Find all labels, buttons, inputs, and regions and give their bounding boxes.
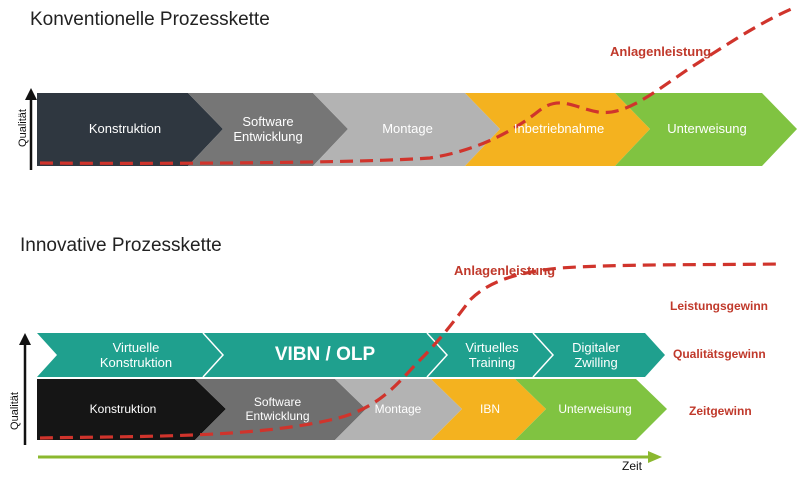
- bottom-lower-konstruktion: [37, 379, 226, 440]
- top-segment-konstruktion: [37, 93, 223, 166]
- bottom-upper-virtuelle-konstruktion: [37, 333, 223, 377]
- top-label-inbetriebnahme: Inbetriebnahme: [513, 121, 605, 137]
- top-performance-curve: [39, 5, 797, 165]
- bottom-y-axis-label: Qualität: [9, 392, 21, 430]
- bottom-label-virtuelle-konstruktion: Virtuelle Konstruktion: [99, 339, 173, 370]
- bottom-label-vibn-olp: VIBN / OLP: [274, 343, 376, 365]
- top-label-montage: Montage: [382, 121, 433, 137]
- top-label-software: Software Entwicklung: [233, 113, 303, 144]
- top-segment-montage: [313, 93, 500, 166]
- bottom-label-virtuelles-training: Virtuelles Training: [465, 339, 519, 370]
- top-title: Konventionelle Prozesskette: [30, 9, 270, 30]
- bottom-lower-ibn: [431, 379, 546, 440]
- top-y-axis-label: Qualität: [17, 109, 29, 147]
- teal-separator-1: [202, 332, 225, 378]
- top-segment-software: [188, 93, 348, 166]
- top-curve-label: Anlagenleistung: [610, 44, 712, 59]
- bottom-label-unterweisung: Unterweisung: [558, 401, 632, 416]
- bottom-upper-virtuelles-training: [427, 333, 553, 377]
- bottom-label-digitaler-zwilling: Digitaler Zwilling: [572, 339, 620, 370]
- gain-leistungsgewinn: Leistungsgewinn: [670, 299, 769, 313]
- top-label-unterweisung: Unterweisung: [667, 121, 747, 137]
- bottom-label-montage: Montage: [374, 401, 422, 416]
- gain-qualitaetsgewinn: Qualitätsgewinn: [673, 347, 766, 361]
- bottom-lower-software: [195, 379, 366, 440]
- time-axis-label: Zeit: [622, 459, 643, 473]
- bottom-label-konstruktion: Konstruktion: [89, 401, 157, 416]
- top-segment-unterweisung: [615, 93, 797, 166]
- teal-separator-2: [426, 332, 449, 378]
- bottom-label-ibn: IBN: [479, 401, 500, 416]
- bottom-lower-unterweisung: [515, 379, 667, 440]
- bottom-lower-montage: [335, 379, 462, 440]
- top-label-konstruktion: Konstruktion: [88, 121, 162, 137]
- bottom-curve-label: Anlagenleistung: [454, 263, 556, 278]
- bottom-title: Innovative Prozesskette: [20, 235, 222, 256]
- bottom-upper-vibn-olp: [203, 333, 447, 377]
- bottom-y-axis-arrowhead: [19, 333, 31, 345]
- bottom-upper-digitaler-zwilling: [533, 333, 665, 377]
- bottom-label-software: Software Entwicklung: [245, 394, 310, 423]
- top-segment-inbetriebnahme: [465, 93, 650, 166]
- bottom-performance-curve: [39, 262, 783, 440]
- top-y-axis-arrowhead: [25, 88, 37, 100]
- teal-separator-3: [532, 332, 555, 378]
- time-axis-arrowhead: [648, 451, 662, 463]
- gain-zeitgewinn: Zeitgewinn: [689, 404, 752, 418]
